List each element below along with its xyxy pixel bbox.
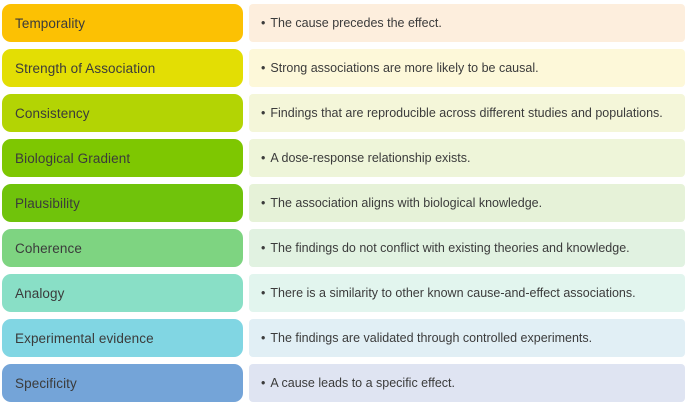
criterion-label-box: Consistency xyxy=(2,94,243,132)
criterion-description: Findings that are reproducible across di… xyxy=(270,106,663,120)
criterion-label-box: Plausibility xyxy=(2,184,243,222)
criterion-label: Consistency xyxy=(15,105,90,121)
criterion-description: A dose-response relationship exists. xyxy=(270,151,471,165)
criterion-label: Plausibility xyxy=(15,195,80,211)
criterion-description: The findings are validated through contr… xyxy=(270,331,593,345)
criteria-row-consistency: Consistency • Findings that are reproduc… xyxy=(2,94,685,132)
criteria-row-coherence: Coherence • The findings do not conflict… xyxy=(2,229,685,267)
bullet-icon: • xyxy=(261,286,266,300)
criterion-description-box: • The cause precedes the effect. xyxy=(249,4,685,42)
criterion-description-box: • A cause leads to a specific effect. xyxy=(249,364,685,402)
criterion-description-box: • Strong associations are more likely to… xyxy=(249,49,685,87)
criteria-row-biological-gradient: Biological Gradient • A dose-response re… xyxy=(2,139,685,177)
criterion-label-box: Coherence xyxy=(2,229,243,267)
bullet-icon: • xyxy=(261,61,266,75)
criterion-label: Temporality xyxy=(15,15,86,31)
criterion-label-box: Specificity xyxy=(2,364,243,402)
criteria-row-analogy: Analogy • There is a similarity to other… xyxy=(2,274,685,312)
criterion-description-box: • A dose-response relationship exists. xyxy=(249,139,685,177)
criterion-description: Strong associations are more likely to b… xyxy=(270,61,539,75)
bullet-icon: • xyxy=(261,106,266,120)
criterion-description: A cause leads to a specific effect. xyxy=(270,376,455,390)
criterion-label: Specificity xyxy=(15,375,77,391)
criterion-description-box: • The association aligns with biological… xyxy=(249,184,685,222)
criteria-row-experimental-evidence: Experimental evidence • The findings are… xyxy=(2,319,685,357)
bullet-icon: • xyxy=(261,16,266,30)
criterion-label-box: Analogy xyxy=(2,274,243,312)
criterion-label-box: Temporality xyxy=(2,4,243,42)
criterion-description: The findings do not conflict with existi… xyxy=(270,241,630,255)
criterion-label: Strength of Association xyxy=(15,60,156,76)
criterion-description-box: • The findings are validated through con… xyxy=(249,319,685,357)
criteria-row-strength: Strength of Association • Strong associa… xyxy=(2,49,685,87)
criterion-label-box: Strength of Association xyxy=(2,49,243,87)
criterion-description-box: • There is a similarity to other known c… xyxy=(249,274,685,312)
criterion-label-box: Experimental evidence xyxy=(2,319,243,357)
criterion-label-box: Biological Gradient xyxy=(2,139,243,177)
bullet-icon: • xyxy=(261,151,266,165)
criterion-label: Analogy xyxy=(15,285,65,301)
bullet-icon: • xyxy=(261,331,266,345)
bullet-icon: • xyxy=(261,376,266,390)
criterion-description: The cause precedes the effect. xyxy=(270,16,442,30)
criteria-row-temporality: Temporality • The cause precedes the eff… xyxy=(2,4,685,42)
criterion-label: Experimental evidence xyxy=(15,330,154,346)
criterion-label: Coherence xyxy=(15,240,82,256)
criterion-description-box: • Findings that are reproducible across … xyxy=(249,94,685,132)
criteria-row-plausibility: Plausibility • The association aligns wi… xyxy=(2,184,685,222)
criterion-label: Biological Gradient xyxy=(15,150,131,166)
criteria-row-specificity: Specificity • A cause leads to a specifi… xyxy=(2,364,685,402)
criterion-description: The association aligns with biological k… xyxy=(270,196,543,210)
criterion-description-box: • The findings do not conflict with exis… xyxy=(249,229,685,267)
bullet-icon: • xyxy=(261,241,266,255)
criterion-description: There is a similarity to other known cau… xyxy=(270,286,636,300)
bullet-icon: • xyxy=(261,196,266,210)
